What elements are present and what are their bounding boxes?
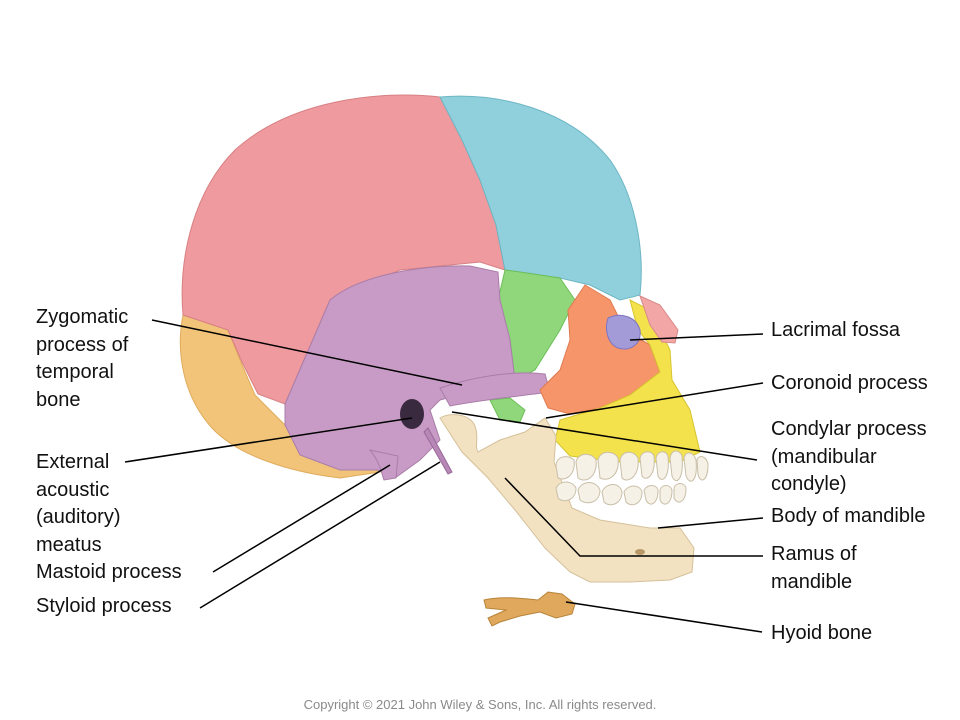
leader-external-acoustic (124, 417, 413, 463)
label-external-acoustic-meatus: External acoustic (auditory) meatus (36, 451, 121, 556)
copyright-notice: Copyright © 2021 John Wiley & Sons, Inc.… (303, 697, 657, 712)
label-condylar-process: Condylar process (mandibular condyle) (771, 418, 927, 495)
mastoid-process-shape (368, 449, 399, 481)
leader-hyoid (565, 601, 763, 633)
leader-body-mandible (657, 517, 764, 529)
label-hyoid-bone: Hyoid bone (771, 622, 873, 644)
leader-styloid (199, 461, 441, 609)
leader-coronoid (545, 382, 764, 419)
leader-lines (124, 319, 764, 633)
label-coronoid-process: Coronoid process (771, 372, 928, 394)
label-ramus-of-mandible: Ramus of mandible (771, 543, 857, 593)
upper-teeth (555, 450, 709, 482)
leader-mastoid (212, 464, 391, 573)
label-styloid-process: Styloid process (36, 595, 172, 617)
leader-ramus (504, 477, 763, 557)
sphenoid-lower (489, 397, 526, 423)
leader-condylar (451, 411, 758, 461)
hyoid-bone-shape (483, 591, 576, 627)
label-body-of-mandible: Body of mandible (771, 505, 926, 527)
nasal-bone (639, 295, 679, 344)
label-lacrimal-fossa: Lacrimal fossa (771, 319, 900, 341)
frontal-bone (439, 95, 642, 301)
styloid-process-shape (423, 427, 453, 475)
mental-foramen (635, 549, 645, 555)
leader-zygomatic (151, 319, 463, 386)
label-mastoid-process: Mastoid process (36, 561, 182, 583)
lower-teeth (555, 481, 687, 506)
external-acoustic-meatus-opening (400, 399, 424, 429)
label-zygomatic-process: Zygomatic process of temporal bone (36, 306, 129, 411)
leader-lacrimal (629, 333, 764, 341)
